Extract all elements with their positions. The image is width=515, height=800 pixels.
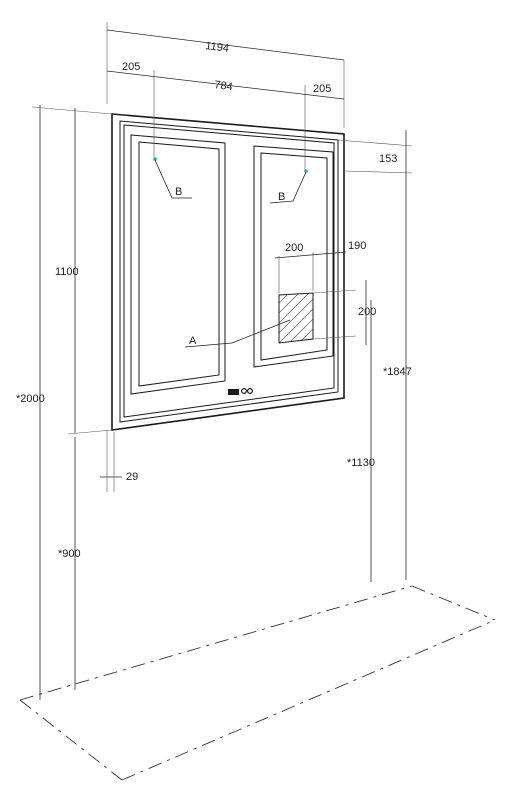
- sensor-dot-left: [153, 157, 157, 161]
- touch-button-icon: [241, 388, 248, 395]
- dim-mirror-height-label: 1100: [55, 266, 79, 278]
- leader-a: A: [184, 319, 291, 348]
- dim-right-margin-label: 205: [313, 83, 331, 95]
- dim-width-breakdown: 205 784 205: [106, 61, 345, 170]
- cutout-zone-a: [278, 292, 314, 344]
- touch-button-icon: [247, 388, 254, 395]
- dim-overall-width-label: 1194: [205, 40, 230, 55]
- dim-top-offset: 153: [337, 130, 413, 182]
- dim-center-width-label: 784: [214, 79, 234, 93]
- dim-cutout: 200 190: [274, 240, 366, 293]
- dim-cutout-height-label: 200: [358, 306, 376, 318]
- label-b-left: B: [175, 186, 182, 198]
- dim-cutout-mount-label: *1130: [347, 457, 375, 469]
- dim-total-height: *2000: [16, 105, 45, 700]
- dim-bottom-clearance-label: *900: [58, 548, 81, 560]
- dim-cutout-mount: *1130: [347, 300, 375, 582]
- dim-cutout-height: 200: [312, 280, 376, 345]
- dim-cutout-offset-label: 190: [348, 240, 366, 252]
- dim-top-offset-label: 153: [379, 153, 397, 165]
- dim-left-margin-label: 205: [122, 61, 140, 73]
- leader-b-right: B: [269, 171, 307, 204]
- dim-top-height: *1847: [383, 182, 412, 580]
- dim-overall-width: 1194: [106, 22, 345, 128]
- dim-mirror-height: 1100: [31, 106, 113, 435]
- dim-cutout-width-label: 200: [285, 242, 303, 254]
- dim-total-height-label: *2000: [16, 393, 45, 405]
- label-b-right: B: [278, 191, 285, 203]
- label-a: A: [189, 335, 197, 347]
- display-icon: [228, 389, 239, 395]
- sensor-dot-right: [304, 169, 308, 173]
- leader-b-left: B: [154, 159, 192, 199]
- left-mirror-panel: [130, 134, 226, 395]
- mirror-frame: [111, 113, 345, 431]
- dim-top-height-label: *1847: [383, 366, 412, 378]
- dim-bottom-clearance: *900: [58, 437, 81, 690]
- control-buttons: [228, 388, 254, 395]
- dim-frame-depth-label: 29: [126, 471, 138, 483]
- dim-frame-depth: 29: [100, 430, 138, 492]
- floor-plane: [19, 585, 496, 781]
